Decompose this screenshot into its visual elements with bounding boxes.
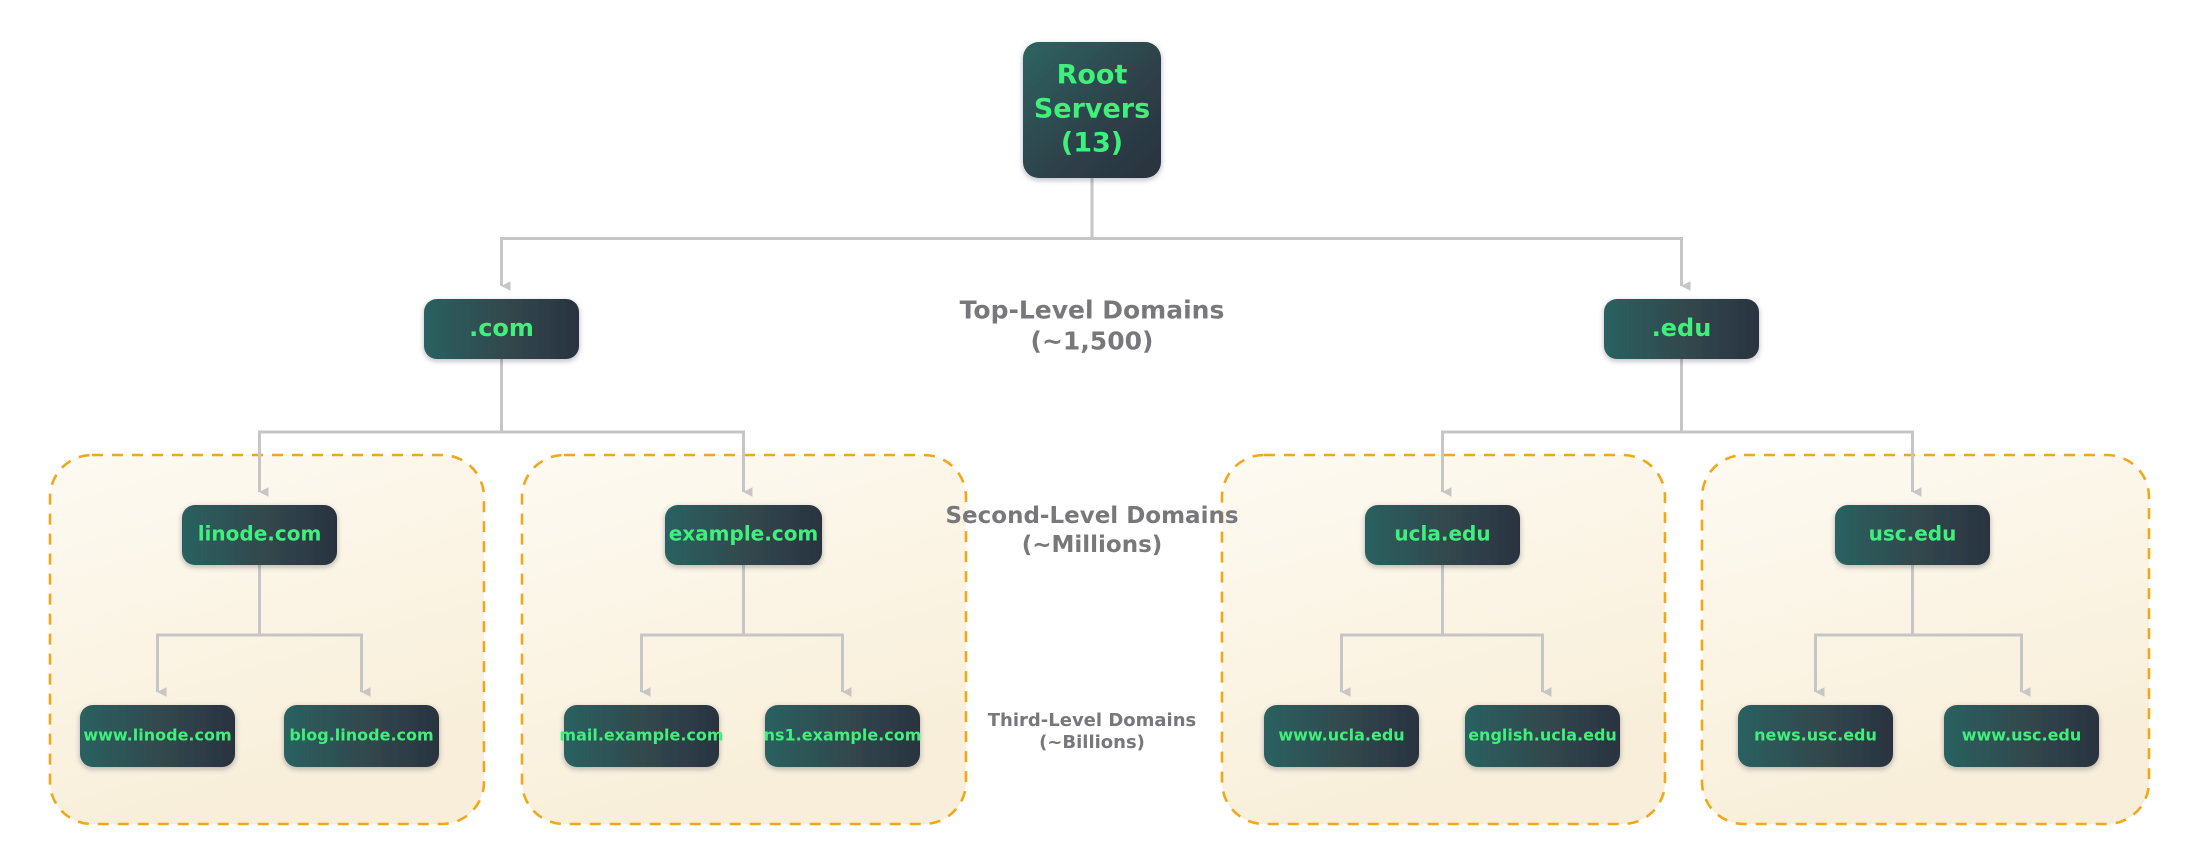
connector-root-servers-to-edu (1090, 178, 1691, 291)
connector-com-to-example-com (500, 359, 753, 497)
node-example-com[interactable]: example.com (665, 505, 822, 565)
node-news-usc-edu-box[interactable] (1738, 705, 1893, 767)
node-ns1-example-com-label: ns1.example.com (764, 726, 922, 745)
node-linode-com[interactable]: linode.com (182, 505, 337, 565)
node-www-ucla-edu-box[interactable] (1264, 705, 1419, 767)
node-blog-linode-com-box[interactable] (284, 705, 439, 767)
tier-label-second: Second-Level Domains (~Millions) (945, 503, 1238, 558)
node-ucla-edu-box[interactable] (1365, 505, 1520, 565)
tier-label-third-count: (~Billions) (1039, 732, 1145, 753)
node-news-usc-edu[interactable]: news.usc.edu (1738, 705, 1893, 767)
node-ucla-edu-label: ucla.edu (1394, 522, 1490, 546)
connector-usc-edu-to-www-usc-edu (1911, 565, 2031, 697)
node-usc-edu-box[interactable] (1835, 505, 1990, 565)
node-edu-box[interactable] (1604, 299, 1759, 359)
connector-edu-to-usc-edu (1680, 359, 1922, 497)
node-com[interactable]: .com (424, 299, 579, 359)
node-edu[interactable]: .edu (1604, 299, 1759, 359)
tier-labels-layer: Top-Level Domains(~1,500) Second-Level Do… (945, 296, 1238, 754)
tier-label-tld-count: (~1,500) (1031, 327, 1154, 356)
connector-ucla-edu-to-english-ucla-edu (1441, 565, 1552, 697)
node-www-usc-edu-label: www.usc.edu (1962, 726, 2082, 745)
node-com-box[interactable] (424, 299, 579, 359)
node-english-ucla-edu[interactable]: english.ucla.edu (1465, 705, 1620, 767)
tier-label-second-count: (~Millions) (1022, 532, 1163, 558)
node-english-ucla-edu-box[interactable] (1465, 705, 1620, 767)
node-english-ucla-edu-label: english.ucla.edu (1468, 726, 1617, 745)
tier-label-tld-title: Top-Level Domains (960, 296, 1225, 325)
connector-example-com-to-ns1-example-com (742, 565, 852, 697)
node-blog-linode-com-label: blog.linode.com (289, 726, 433, 745)
node-usc-edu-label: usc.edu (1869, 522, 1957, 546)
node-mail-example-com-box[interactable] (564, 705, 719, 767)
node-example-com-label: example.com (669, 522, 819, 546)
node-linode-com-box[interactable] (182, 505, 337, 565)
node-news-usc-edu-label: news.usc.edu (1754, 726, 1877, 745)
node-www-usc-edu-box[interactable] (1944, 705, 2099, 767)
node-mail-example-com[interactable]: mail.example.com (559, 705, 724, 767)
tier-label-tld: Top-Level Domains(~1,500) (960, 296, 1225, 356)
node-www-ucla-edu-label: www.ucla.edu (1278, 726, 1404, 745)
node-root-servers-label: (13) (1061, 128, 1123, 159)
node-example-com-box[interactable] (665, 505, 822, 565)
node-com-label: .com (469, 314, 534, 342)
node-www-linode-com-label: www.linode.com (83, 726, 231, 745)
node-www-usc-edu[interactable]: www.usc.edu (1944, 705, 2099, 767)
tier-label-third-title: Third-Level Domains (988, 710, 1196, 731)
connectors-layer (156, 178, 2031, 697)
node-mail-example-com-label: mail.example.com (559, 726, 723, 745)
tier-label-third: Third-Level Domains(~Billions) (988, 710, 1196, 753)
node-edu-label: .edu (1652, 314, 1712, 342)
node-usc-edu[interactable]: usc.edu (1835, 505, 1990, 565)
node-www-ucla-edu[interactable]: www.ucla.edu (1264, 705, 1419, 767)
node-linode-com-label: linode.com (198, 522, 322, 546)
node-www-linode-com-box[interactable] (80, 705, 235, 767)
node-www-linode-com[interactable]: www.linode.com (80, 705, 235, 767)
node-root-servers-label: Servers (1034, 94, 1150, 125)
tier-label-second-title: Second-Level Domains (945, 503, 1238, 529)
node-ns1-example-com-box[interactable] (765, 705, 920, 767)
node-root-servers-box[interactable] (1023, 42, 1161, 178)
node-ucla-edu[interactable]: ucla.edu (1365, 505, 1520, 565)
node-ns1-example-com[interactable]: ns1.example.com (764, 705, 922, 767)
node-blog-linode-com[interactable]: blog.linode.com (284, 705, 439, 767)
connector-linode-com-to-blog-linode-com (258, 565, 371, 697)
connector-root-servers-to-com (500, 178, 1094, 291)
node-root-servers-label: Root (1057, 59, 1128, 90)
